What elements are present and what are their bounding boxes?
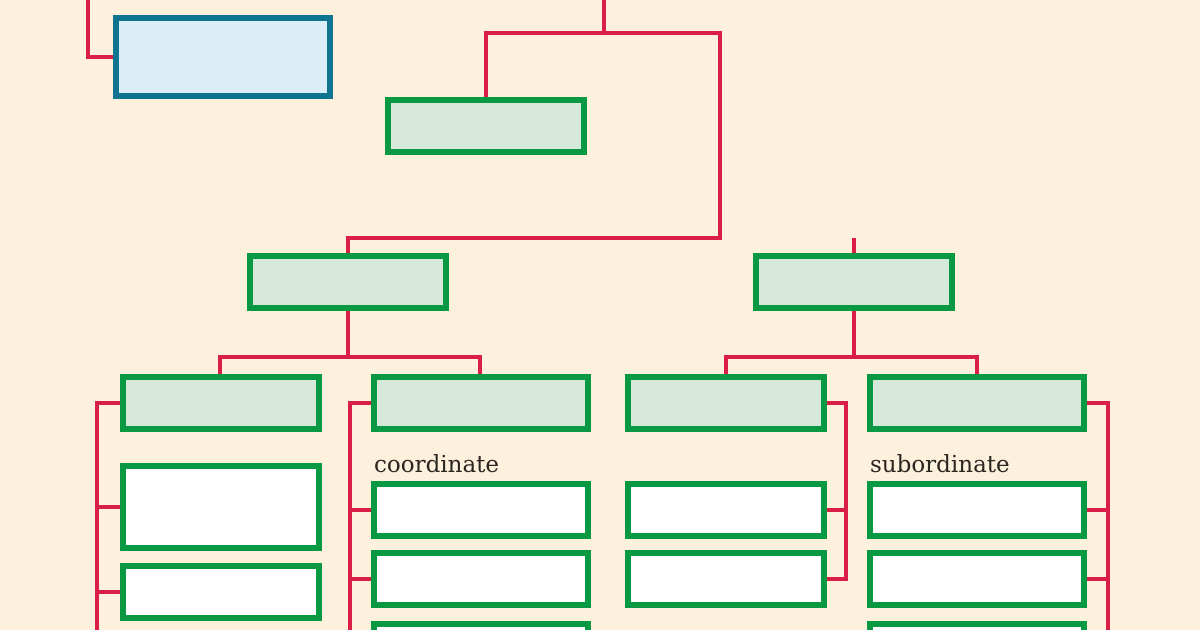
label-coordinate: coordinate <box>374 452 499 478</box>
connector-level3-left-to-col1 <box>218 308 350 377</box>
node-level3-right[interactable] <box>753 253 955 311</box>
connector-trunk-to-level3-bus <box>346 31 722 256</box>
node-col1-item-2[interactable] <box>120 563 322 621</box>
node-col4-item-2[interactable] <box>867 550 1087 608</box>
node-col2-item-3[interactable] <box>371 621 591 630</box>
connector-level3-right-to-col4 <box>854 355 979 377</box>
connector-level3-left-to-col2 <box>348 355 482 377</box>
node-col3-item-1[interactable] <box>625 481 827 539</box>
connector-layer <box>86 0 1110 630</box>
node-highlight-box[interactable] <box>113 15 333 99</box>
connector-col4-spine <box>1084 401 1110 630</box>
connector-level3-right-to-col3 <box>724 308 856 377</box>
node-col1-head[interactable] <box>120 374 322 432</box>
node-col4-item-3[interactable] <box>867 621 1087 630</box>
node-col1-item-1[interactable] <box>120 463 322 551</box>
label-layer: coordinate subordinate <box>374 452 1010 478</box>
connector-highlight-elbow <box>86 0 118 59</box>
connector-col1-spine <box>95 401 123 630</box>
connector-trunk-to-level2 <box>484 0 606 100</box>
node-col2-head[interactable] <box>371 374 591 432</box>
node-layer <box>113 15 1087 630</box>
label-subordinate: subordinate <box>870 452 1010 478</box>
node-level3-left[interactable] <box>247 253 449 311</box>
node-col4-head[interactable] <box>867 374 1087 432</box>
node-col3-head[interactable] <box>625 374 827 432</box>
node-col2-item-1[interactable] <box>371 481 591 539</box>
connector-col2-spine <box>348 401 374 630</box>
node-level2[interactable] <box>385 97 587 155</box>
connector-col3-spine <box>824 401 848 581</box>
node-col3-item-2[interactable] <box>625 550 827 608</box>
node-col2-item-2[interactable] <box>371 550 591 608</box>
node-col4-item-1[interactable] <box>867 481 1087 539</box>
